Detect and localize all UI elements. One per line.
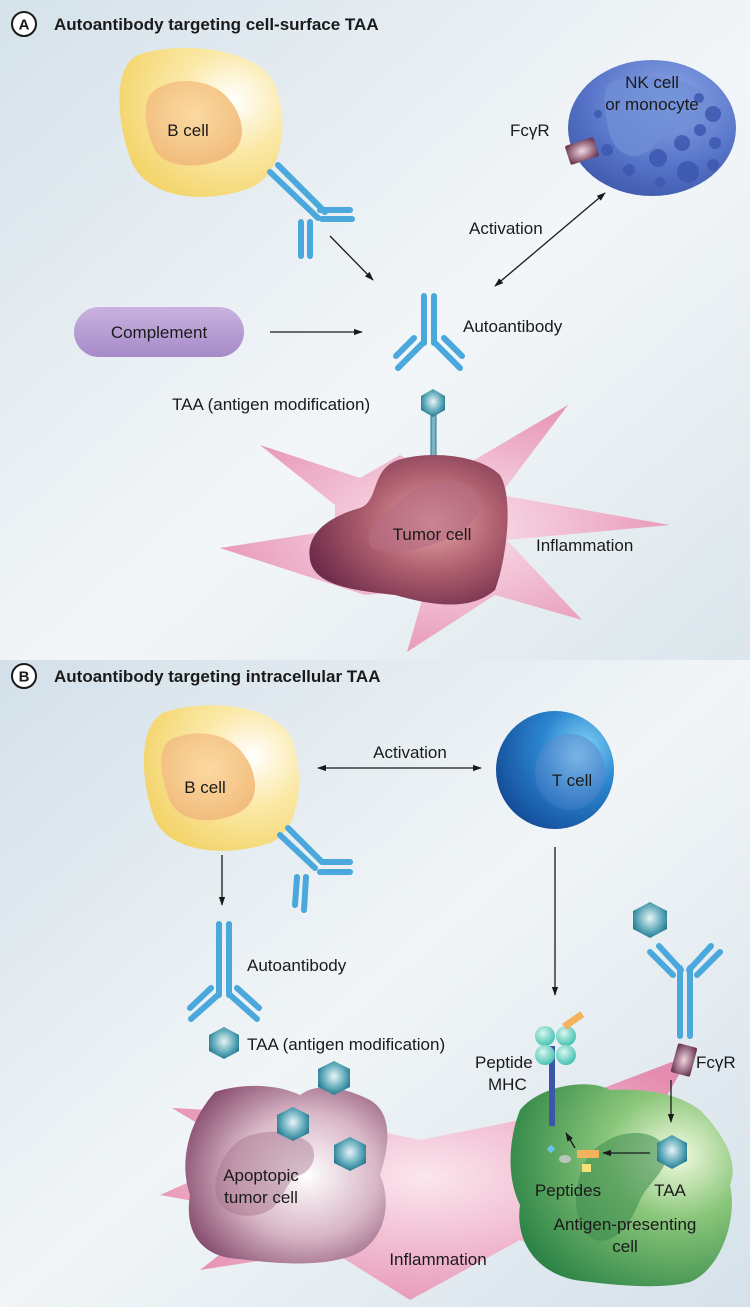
fcgr-label-a: FcγR	[510, 121, 550, 140]
taa-hexagon-b-legend-icon	[209, 1027, 239, 1059]
antibody-on-b-cell-a-icon	[267, 162, 355, 259]
tumor-cell: Tumor cell	[309, 455, 508, 605]
taa-label-a: TAA (antigen modification)	[172, 395, 370, 414]
apc-label-line1: Antigen-presenting	[554, 1215, 697, 1234]
inflammation-label-a: Inflammation	[536, 536, 633, 555]
taa-hexagon-apc-icon	[657, 1135, 687, 1169]
apoptotic-label-line2: tumor cell	[224, 1188, 298, 1207]
autoantibody-b-icon	[187, 921, 262, 1022]
b-cell-nucleus	[145, 80, 242, 166]
b-cell-label-b: B cell	[184, 778, 226, 797]
taa-label-apc: TAA	[654, 1181, 686, 1200]
fcgr-receptor-b-icon	[670, 1043, 698, 1077]
panel-b-badge-circle	[11, 663, 37, 689]
antigen-presenting-cell: Peptides TAA Antigen-presenting cell	[510, 1084, 733, 1287]
antibody-on-fcgr-icon	[647, 943, 723, 1039]
tumor-cell-label: Tumor cell	[393, 525, 472, 544]
taa-stalk-a	[430, 411, 437, 458]
b-cell-b: B cell	[143, 705, 300, 851]
taa-hexagon-b1-icon	[318, 1061, 350, 1095]
arrow-bcell-to-autoantibody	[329, 235, 374, 281]
panel-b-badge: B	[19, 669, 30, 686]
panel-b-title: Autoantibody targeting intracellular TAA	[54, 667, 380, 686]
nk-cell-label-line2: or monocyte	[605, 95, 699, 114]
panel-a-title: Autoantibody targeting cell-surface TAA	[54, 15, 379, 34]
t-cell: T cell	[496, 711, 614, 829]
b-cell-label-a: B cell	[167, 121, 209, 140]
b-cell-a: B cell	[119, 47, 283, 197]
arrow-activation-nk	[494, 192, 606, 287]
taa-hexagon-b3-icon	[334, 1137, 366, 1171]
peptide-square-icon	[582, 1164, 591, 1172]
peptide-mhc-label-line2: MHC	[488, 1075, 527, 1094]
b-cell-nucleus	[161, 733, 256, 821]
arrow-peptides-to-mhc	[565, 1132, 576, 1149]
autoantibody-label-a: Autoantibody	[463, 317, 563, 336]
autoantibody-a-icon	[393, 293, 465, 371]
inflammation-label-b: Inflammation	[389, 1250, 486, 1269]
taa-hexagon-b2-icon	[277, 1107, 309, 1141]
taa-label-b: TAA (antigen modification)	[247, 1035, 445, 1054]
taa-hexagon-a-icon	[421, 389, 445, 417]
apc-label-line2: cell	[612, 1237, 638, 1256]
panel-a: A Autoantibody targeting cell-surface TA…	[11, 11, 736, 652]
taa-hexagon-free-icon	[633, 902, 667, 938]
panel-b: B Autoantibody targeting intracellular T…	[11, 663, 736, 1300]
fcgr-receptor-a-icon	[565, 137, 599, 165]
nk-cell: NK cell or monocyte	[568, 60, 736, 196]
activation-label-a: Activation	[469, 219, 543, 238]
apoptotic-label-line1: Apoptopic	[223, 1166, 299, 1185]
complement-pill	[74, 307, 244, 357]
antibody-on-b-cell-b-icon	[277, 825, 353, 913]
peptide-oval-icon	[559, 1155, 571, 1163]
peptide-bar-icon	[577, 1150, 599, 1158]
panel-a-badge-circle	[11, 11, 37, 37]
peptide-diamond-icon	[546, 1144, 556, 1154]
complement-label: Complement	[111, 323, 208, 342]
apoptotic-tumor-cell: Apoptopic tumor cell	[185, 1085, 388, 1264]
panel-a-badge: A	[19, 17, 30, 34]
nk-cell-label-line1: NK cell	[625, 73, 679, 92]
peptide-mhc-label-line1: Peptide	[475, 1053, 533, 1072]
activation-label-b: Activation	[373, 743, 447, 762]
peptides-label: Peptides	[535, 1181, 601, 1200]
t-cell-label: T cell	[552, 771, 592, 790]
fcgr-label-b: FcγR	[696, 1053, 736, 1072]
peptide-mhc-complex	[535, 1011, 585, 1126]
autoantibody-label-b: Autoantibody	[247, 956, 347, 975]
